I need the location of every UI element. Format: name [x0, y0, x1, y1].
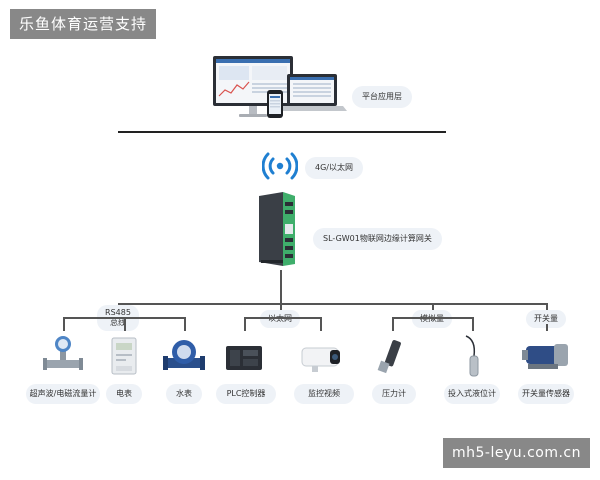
water-meter-image: [163, 340, 205, 370]
analog-drop-line: [432, 303, 434, 316]
analog-branch-drop-1: [392, 317, 394, 331]
platform-label: 平台应用层: [352, 86, 412, 108]
wireless-signal-icon: [262, 152, 298, 180]
ethernet-branch-drop-2: [320, 317, 322, 331]
network-label: 4G/以太网: [305, 157, 363, 179]
main-distribution-line: [118, 303, 546, 305]
switch-drop-line: [546, 303, 548, 316]
platform-bus-line: [118, 131, 446, 133]
rs485-tag-line1: RS485: [105, 308, 131, 317]
device-label-switch-sensor: 开关量传感器: [518, 384, 574, 404]
rs485-tag-line2: 总线: [110, 318, 126, 327]
ethernet-branch-line: [244, 317, 321, 319]
switch-branch-drop: [546, 324, 548, 331]
analog-tag: 模拟量: [412, 310, 452, 328]
gateway-label: SL-GW01物联网边缘计算网关: [313, 228, 442, 250]
device-label-flowmeter: 超声波/电磁流量计: [26, 384, 100, 404]
ethernet-drop-line: [280, 303, 282, 316]
level-gauge-image: [465, 335, 479, 377]
rs485-branch-drop-1: [63, 317, 65, 331]
rs485-branch-drop-3: [184, 317, 186, 331]
device-label-electric-meter: 电表: [106, 384, 142, 404]
plc-controller-image: [226, 346, 262, 370]
gateway-device-image: [259, 192, 295, 266]
device-label-level: 投入式液位计: [444, 384, 500, 404]
electric-meter-image: [111, 337, 137, 375]
analog-branch-drop-2: [472, 317, 474, 331]
analog-branch-line: [392, 317, 473, 319]
switch-sensor-image: [522, 344, 568, 369]
switch-tag: 开关量: [526, 310, 566, 328]
rs485-branch-drop-2: [124, 317, 126, 331]
device-label-camera: 监控视频: [294, 384, 354, 404]
device-label-plc: PLC控制器: [216, 384, 276, 404]
pressure-gauge-image: [377, 340, 401, 374]
device-label-pressure: 压力计: [372, 384, 416, 404]
device-label-water-meter: 水表: [166, 384, 202, 404]
watermark-top: 乐鱼体育运营支持: [10, 9, 157, 39]
ethernet-branch-drop-1: [244, 317, 246, 331]
ethernet-tag: 以太网: [260, 310, 300, 328]
gateway-trunk-line: [280, 270, 282, 303]
flowmeter-image: [43, 336, 83, 370]
platform-devices-image: [213, 56, 347, 118]
surveillance-camera-image: [301, 347, 340, 372]
watermark-bottom: mh5-leyu.com.cn: [442, 438, 590, 468]
